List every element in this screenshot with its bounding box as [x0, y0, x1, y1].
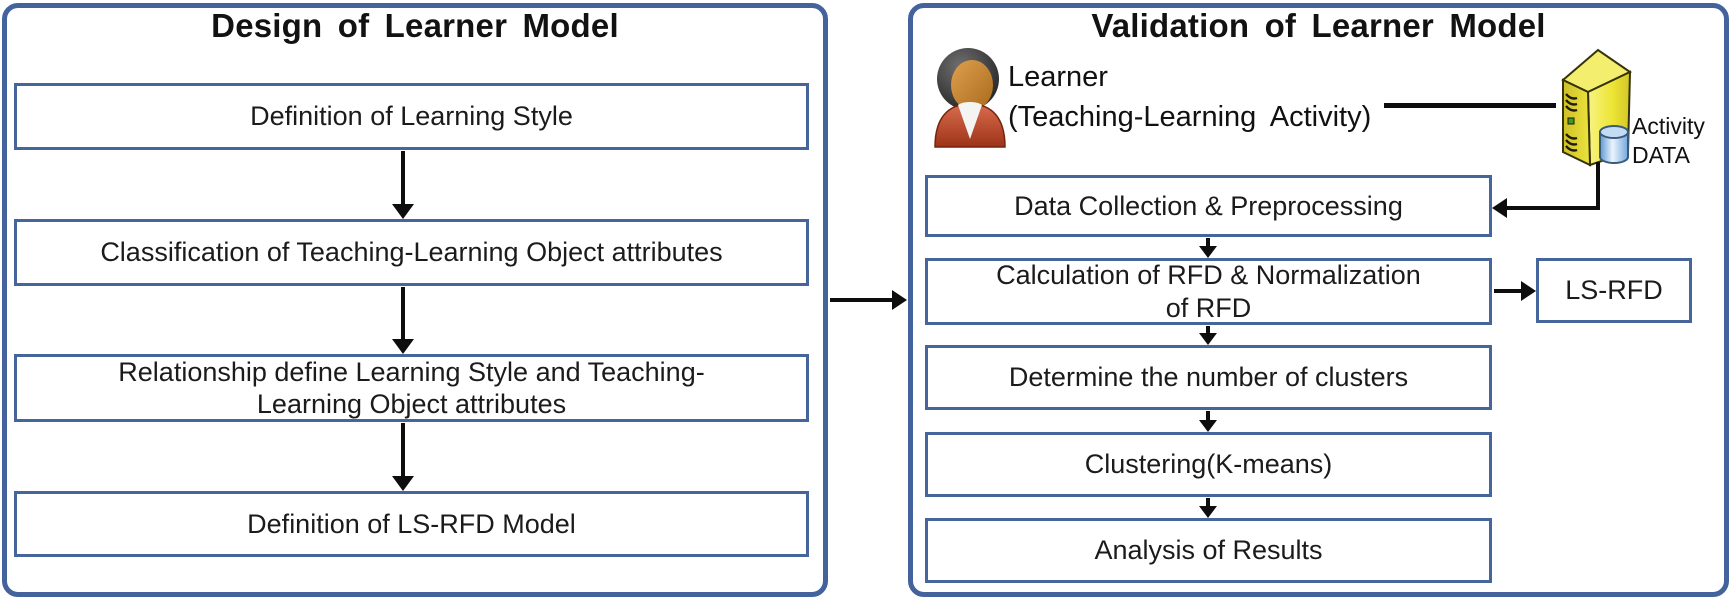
step-definition-of-learning-style: Definition of Learning Style	[14, 83, 809, 150]
step-analysis-of-results: Analysis of Results	[925, 518, 1492, 583]
step-label-line1: Relationship define Learning Style and T…	[118, 356, 705, 387]
activity-data-caption: Activity DATA	[1632, 112, 1705, 170]
step-label-line2: Learning Object attributes	[256, 389, 567, 419]
flow-arrow-down	[1198, 326, 1218, 345]
step-relationship-define: Relationship define Learning Style and T…	[14, 354, 809, 422]
arrow-line	[401, 287, 405, 339]
arrow-line	[1494, 289, 1521, 293]
arrow-line	[1206, 411, 1210, 420]
step-classification-of-object-attributes: Classification of Teaching-Learning Obje…	[14, 219, 809, 286]
validation-panel-title: Validation of Learner Model	[1091, 7, 1546, 44]
arrow-head-down-icon	[1199, 506, 1217, 518]
server-to-datacollection-arrow	[1492, 198, 1600, 218]
arrow-head-down-icon	[1199, 246, 1217, 258]
ls-rfd-output-box: LS-RFD	[1536, 258, 1692, 323]
arrow-head-right-icon	[892, 290, 907, 310]
arrow-line	[401, 151, 405, 204]
step-label: Definition of LS-RFD Model	[247, 508, 576, 539]
arrow-line	[1206, 498, 1210, 506]
learner-person-icon	[931, 46, 1009, 148]
arrow-head-down-icon	[392, 339, 414, 354]
step-clustering-k-means: Clustering(K-means)	[925, 432, 1492, 497]
calculation-to-lsrfd-arrow	[1494, 281, 1536, 301]
step-label-line1: Calculation of RFD & Normalization	[996, 260, 1421, 291]
design-to-validation-arrow	[830, 290, 907, 310]
learner-sublabel: (Teaching-Learning Activity)	[1008, 101, 1372, 133]
learner-caption: Learner (Teaching-Learning Activity)	[1008, 57, 1371, 137]
arrow-line	[1206, 326, 1210, 333]
arrow-head-down-icon	[1199, 333, 1217, 345]
learner-to-server-line	[1384, 103, 1556, 108]
arrow-head-down-icon	[392, 204, 414, 219]
server-connector-vertical-line	[1596, 162, 1600, 210]
step-determine-number-of-clusters: Determine the number of clusters	[925, 345, 1492, 410]
step-label: Definition of Learning Style	[250, 101, 573, 132]
ls-rfd-label: LS-RFD	[1565, 275, 1663, 306]
flow-arrow-down	[1198, 411, 1218, 432]
arrow-head-left-icon	[1492, 198, 1507, 218]
flow-arrow-down	[1198, 238, 1218, 258]
flow-arrow-down	[392, 287, 414, 354]
flow-arrow-down	[1198, 498, 1218, 518]
step-label-line2: of RFD	[1165, 292, 1252, 323]
step-label: Classification of Teaching-Learning Obje…	[100, 237, 723, 268]
step-label: Clustering(K-means)	[1084, 449, 1333, 480]
step-definition-of-ls-rfd-model: Definition of LS-RFD Model	[14, 491, 809, 557]
activity-data-line1: Activity	[1632, 113, 1705, 139]
flow-arrow-down	[392, 151, 414, 219]
design-panel-title: Design of Learner Model	[211, 7, 619, 44]
arrow-line	[1507, 206, 1600, 210]
activity-data-line2: DATA	[1632, 142, 1690, 168]
arrow-line	[1206, 238, 1210, 246]
learner-label: Learner	[1008, 61, 1108, 93]
step-calculation-of-rfd-normalization: Calculation of RFD & Normalization of RF…	[925, 258, 1492, 325]
arrow-head-right-icon	[1521, 281, 1536, 301]
arrow-head-down-icon	[392, 476, 414, 491]
activity-data-server-icon	[1545, 42, 1640, 177]
step-label: Determine the number of clusters	[1008, 362, 1409, 393]
arrow-line	[830, 298, 892, 302]
step-label: Analysis of Results	[1094, 535, 1323, 566]
arrow-line	[401, 423, 405, 476]
arrow-head-down-icon	[1199, 420, 1217, 432]
flow-arrow-down	[392, 423, 414, 491]
step-label: Data Collection & Preprocessing	[1014, 190, 1403, 221]
step-data-collection-preprocessing: Data Collection & Preprocessing	[925, 175, 1492, 237]
